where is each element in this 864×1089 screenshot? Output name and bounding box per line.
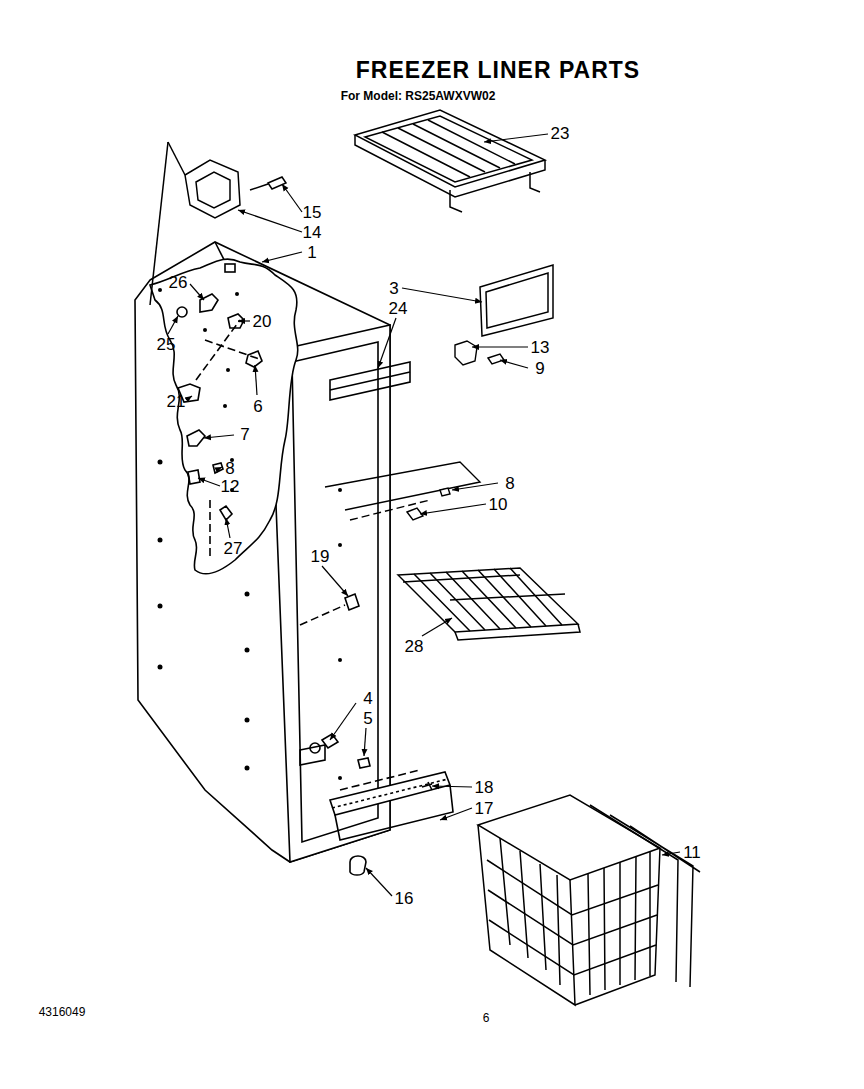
shelf-stud [325, 462, 480, 520]
leader-lines [168, 134, 680, 896]
callout-number: 6 [253, 398, 262, 415]
callout-number: 5 [363, 710, 372, 727]
bracket [150, 142, 286, 305]
callout-number: 19 [311, 548, 330, 565]
callout-number: 11 [683, 844, 701, 861]
callout-number: 13 [531, 339, 550, 356]
wire-basket [478, 795, 700, 1005]
callout-number: 14 [303, 224, 322, 241]
callout-number: 25 [157, 336, 176, 353]
callout-number: 26 [169, 274, 188, 291]
callout-number: 8 [505, 475, 514, 492]
callout-number: 4 [363, 690, 372, 707]
freezer-liner [135, 242, 453, 875]
callout-number: 10 [489, 496, 508, 513]
callout-number: 21 [167, 393, 186, 410]
callout-number: 8 [225, 460, 234, 477]
callout-number: 12 [221, 478, 240, 495]
callout-number: 15 [303, 204, 322, 221]
callout-number: 9 [535, 360, 544, 377]
callout-number: 1 [307, 244, 316, 261]
callout-number: 24 [389, 300, 408, 317]
callout-number: 18 [475, 779, 494, 796]
callout-number: 27 [224, 540, 243, 557]
callout-number: 3 [389, 280, 398, 297]
callout-number: 20 [253, 313, 272, 330]
shelf-support [455, 341, 504, 365]
callout-number: 16 [395, 890, 414, 907]
diagram-title: FREEZER LINER PARTS [356, 59, 640, 82]
callout-number: 7 [240, 426, 249, 443]
pan-cover [480, 265, 553, 336]
glass-shelf [355, 110, 545, 212]
callout-number: 17 [475, 800, 494, 817]
page-note: 4316049 [39, 1006, 86, 1018]
wire-shelf [398, 568, 580, 640]
page-note: 6 [483, 1012, 490, 1024]
model-number: For Model: RS25AWXVW02 [341, 90, 496, 102]
callout-number: 28 [405, 638, 424, 655]
callout-number: 23 [551, 125, 570, 142]
